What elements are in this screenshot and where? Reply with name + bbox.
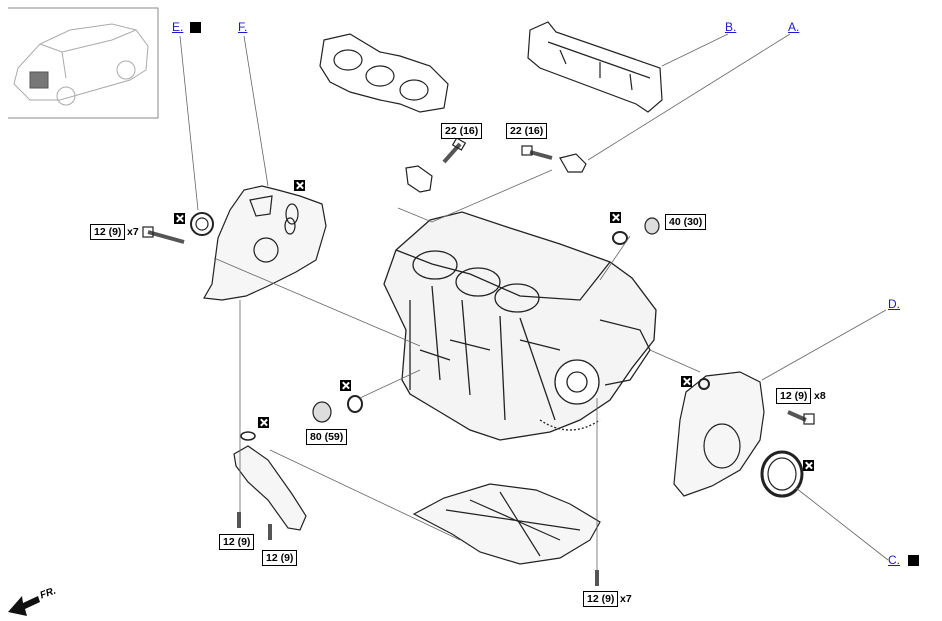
non-reusable-part-icon [258,417,269,428]
leader-lines [179,33,889,570]
torque-label: 12 (9) [90,224,126,240]
torque-label: 12 (9) [776,388,812,404]
callout-link-f[interactable]: F. [238,20,248,34]
car-locator-icon [13,23,149,106]
timing-cover-left [142,185,327,301]
torque-label: 12 (9) [219,534,255,550]
callout-link-c[interactable]: C. [888,553,900,567]
quantity-label: x7 [620,593,632,605]
engine-block [383,211,657,441]
intake-gasket [319,33,449,113]
non-reusable-part-icon [174,213,185,224]
non-reusable-part-icon [803,460,814,471]
non-reusable-part-icon [610,212,621,223]
non-reusable-part-icon [340,380,351,391]
callout-link-e[interactable]: E. [172,20,184,34]
torque-label: 12 (9) [583,591,619,607]
sensor-a [521,145,587,173]
oil-strainer [233,431,307,540]
knock-sensor [405,137,467,193]
torque-label: 80 (59) [306,429,348,445]
vehicle-locator-inset [8,7,159,119]
non-reusable-part-icon [681,376,692,387]
torque-label: 12 (9) [262,550,298,566]
oil-pan-baffle [412,483,601,565]
front-arrow-icon [8,596,40,616]
bracket-b [527,21,663,113]
rear-oil-seal-retainer [673,371,815,498]
note-square-icon [908,555,919,566]
quantity-label: x8 [814,390,826,402]
plug-80 [312,395,363,423]
torque-label: 22 (16) [441,123,483,139]
callout-link-d[interactable]: D. [888,297,900,311]
torque-label: 40 (30) [665,214,707,230]
quantity-label: x7 [127,226,139,238]
callout-link-b[interactable]: B. [725,20,737,34]
plug-40 [612,217,660,245]
torque-label: 22 (16) [506,123,548,139]
callout-link-a[interactable]: A. [788,20,800,34]
non-reusable-part-icon [294,180,305,191]
note-square-icon [190,22,201,33]
